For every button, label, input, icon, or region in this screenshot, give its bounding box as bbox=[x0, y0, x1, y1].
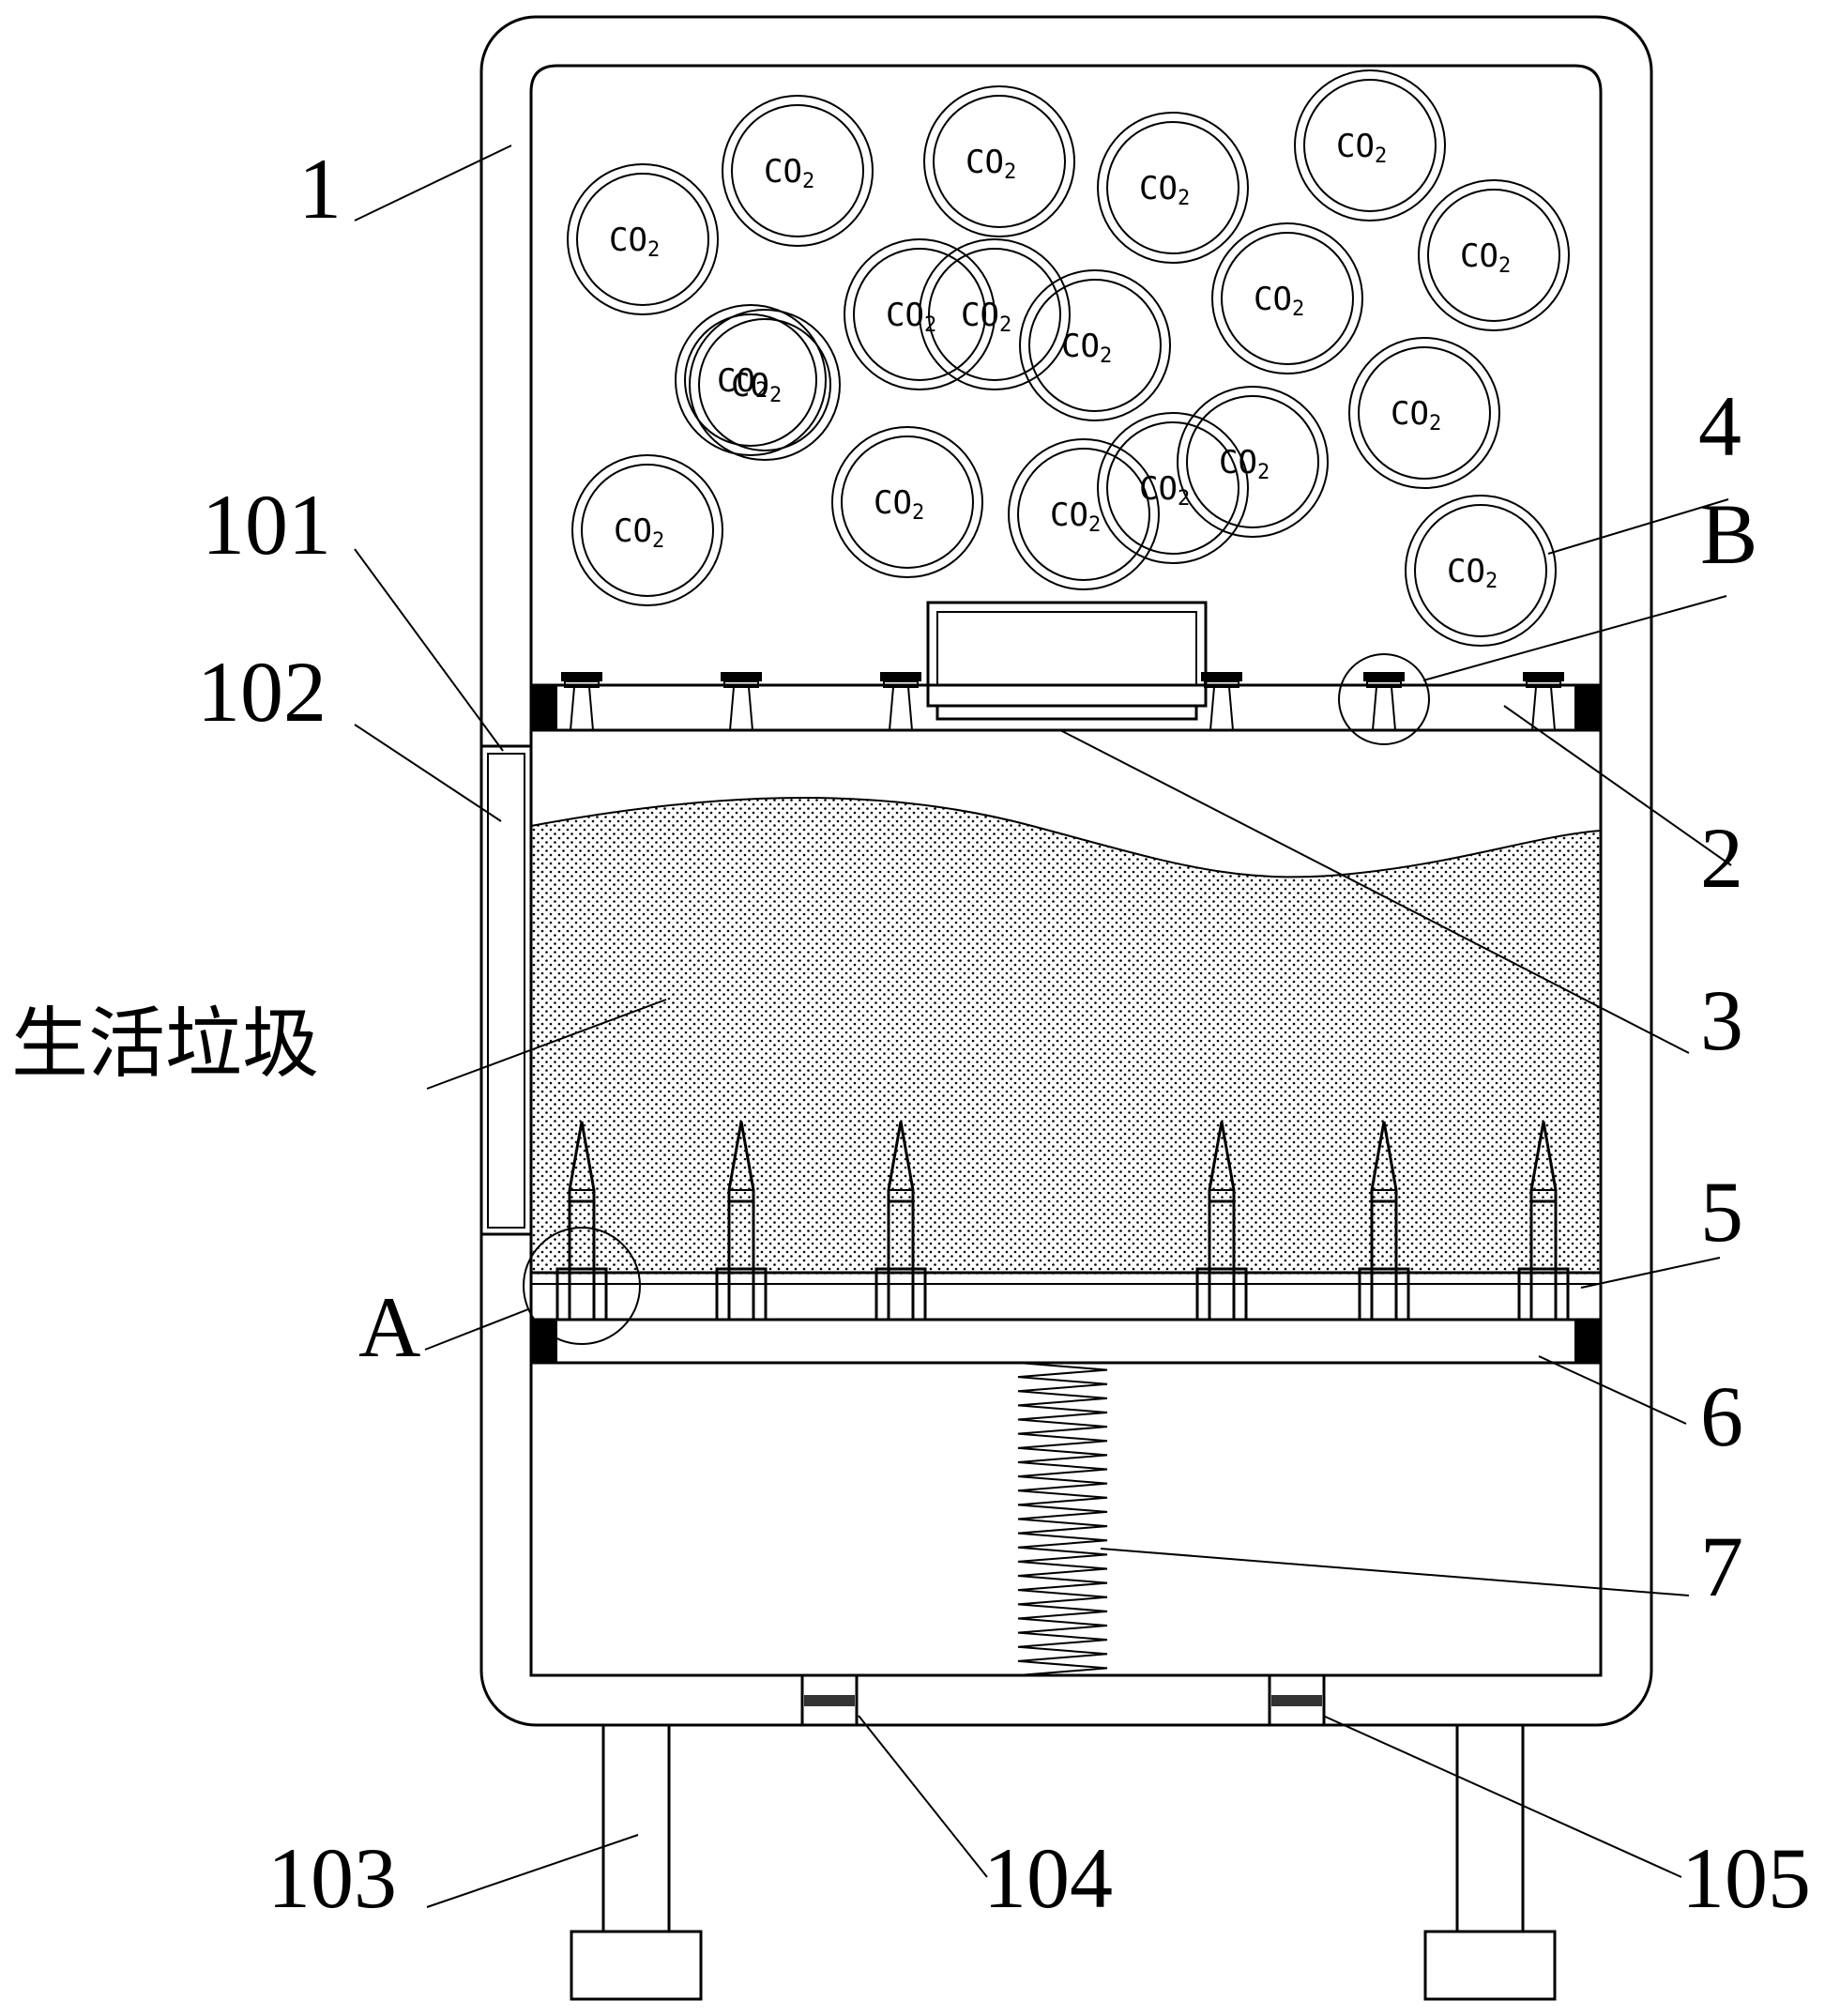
upper-nozzles bbox=[561, 672, 1564, 731]
central-box bbox=[926, 601, 1208, 721]
leader-lines bbox=[354, 145, 1732, 1908]
co2-label: CO2 bbox=[764, 153, 814, 193]
nozzle bbox=[721, 672, 762, 731]
co2-bubble: CO2 bbox=[1177, 386, 1329, 538]
side-window bbox=[479, 744, 533, 1236]
vent-right bbox=[1268, 1673, 1326, 1727]
spike-rail bbox=[529, 1271, 1603, 1321]
co2-label: CO2 bbox=[1139, 470, 1190, 511]
co2-bubble: CO2 bbox=[571, 454, 723, 606]
co2-label: CO2 bbox=[1447, 553, 1498, 593]
co2-label: CO2 bbox=[1254, 281, 1304, 321]
co2-bubble: CO2 bbox=[567, 163, 719, 315]
label-103: 103 bbox=[267, 1830, 397, 1926]
spike bbox=[715, 1121, 768, 1321]
co2-bubble: CO2 bbox=[1348, 337, 1500, 489]
nozzle bbox=[1201, 672, 1242, 731]
co2-bubble: CO2 bbox=[1019, 269, 1171, 421]
nozzle bbox=[1363, 672, 1405, 731]
detail-circle-a bbox=[523, 1227, 641, 1345]
label-a: A bbox=[358, 1279, 420, 1375]
label-104: 104 bbox=[983, 1830, 1113, 1926]
co2-bubble: CO2 bbox=[1097, 112, 1249, 264]
label-3: 3 bbox=[1700, 972, 1743, 1068]
spike bbox=[1195, 1121, 1248, 1321]
spike bbox=[555, 1121, 608, 1321]
label-b: B bbox=[1700, 486, 1757, 582]
spike bbox=[1358, 1121, 1410, 1321]
nozzle bbox=[1523, 672, 1564, 731]
leg-left bbox=[570, 1723, 703, 2001]
nozzle bbox=[561, 672, 602, 731]
leg-right bbox=[1423, 1723, 1557, 2001]
co2-bubble: CO2 bbox=[689, 309, 841, 461]
co2-bubble: CO2 bbox=[919, 238, 1071, 390]
co2-label: CO2 bbox=[614, 512, 664, 553]
spring bbox=[1017, 1362, 1108, 1676]
upper-plate bbox=[529, 683, 1603, 732]
co2-bubble: CO2 bbox=[923, 85, 1075, 237]
co2-label: CO2 bbox=[1336, 128, 1387, 168]
co2-label: CO2 bbox=[1460, 237, 1511, 278]
co2-bubble: CO2 bbox=[1211, 222, 1363, 374]
co2-label: CO2 bbox=[874, 484, 924, 525]
co2-label: CO2 bbox=[1061, 328, 1112, 368]
co2-bubble: CO2 bbox=[1294, 69, 1446, 221]
co2-bubble: CO2 bbox=[1418, 179, 1570, 331]
label-2: 2 bbox=[1700, 810, 1743, 906]
lower-plate bbox=[529, 1318, 1603, 1365]
co2-bubble: CO2 bbox=[1405, 495, 1557, 647]
label-102: 102 bbox=[197, 644, 327, 740]
co2-label: CO2 bbox=[1050, 496, 1101, 537]
vent-left bbox=[800, 1673, 859, 1727]
co2-label: CO2 bbox=[961, 297, 1011, 337]
co2-bubble: CO2 bbox=[722, 95, 874, 247]
label-1: 1 bbox=[298, 141, 342, 237]
co2-label: CO2 bbox=[609, 221, 660, 262]
co2-bubble: CO2 bbox=[1008, 438, 1160, 590]
label-101: 101 bbox=[202, 477, 331, 573]
spike bbox=[1517, 1121, 1570, 1321]
co2-bubble: CO2 bbox=[831, 426, 983, 578]
co2-label: CO2 bbox=[1139, 170, 1190, 210]
spike bbox=[874, 1121, 927, 1321]
co2-label: CO2 bbox=[1391, 395, 1441, 435]
label-7: 7 bbox=[1700, 1519, 1743, 1614]
inner-chamber-wall bbox=[529, 64, 1603, 1677]
spikes bbox=[555, 1121, 1570, 1321]
co2-bubble: CO2 bbox=[1097, 412, 1249, 564]
garbage-fill bbox=[531, 798, 1601, 1275]
co2-label: CO2 bbox=[731, 367, 782, 407]
label-5: 5 bbox=[1700, 1164, 1743, 1260]
label-6: 6 bbox=[1700, 1368, 1743, 1464]
garbage-surface bbox=[530, 797, 1602, 878]
label-garbage: 生活垃圾 bbox=[11, 1000, 319, 1089]
detail-circle-b bbox=[1338, 653, 1430, 745]
nozzle bbox=[880, 672, 921, 731]
label-4: 4 bbox=[1698, 378, 1741, 474]
co2-label: CO2 bbox=[966, 144, 1016, 184]
label-105: 105 bbox=[1681, 1830, 1811, 1926]
